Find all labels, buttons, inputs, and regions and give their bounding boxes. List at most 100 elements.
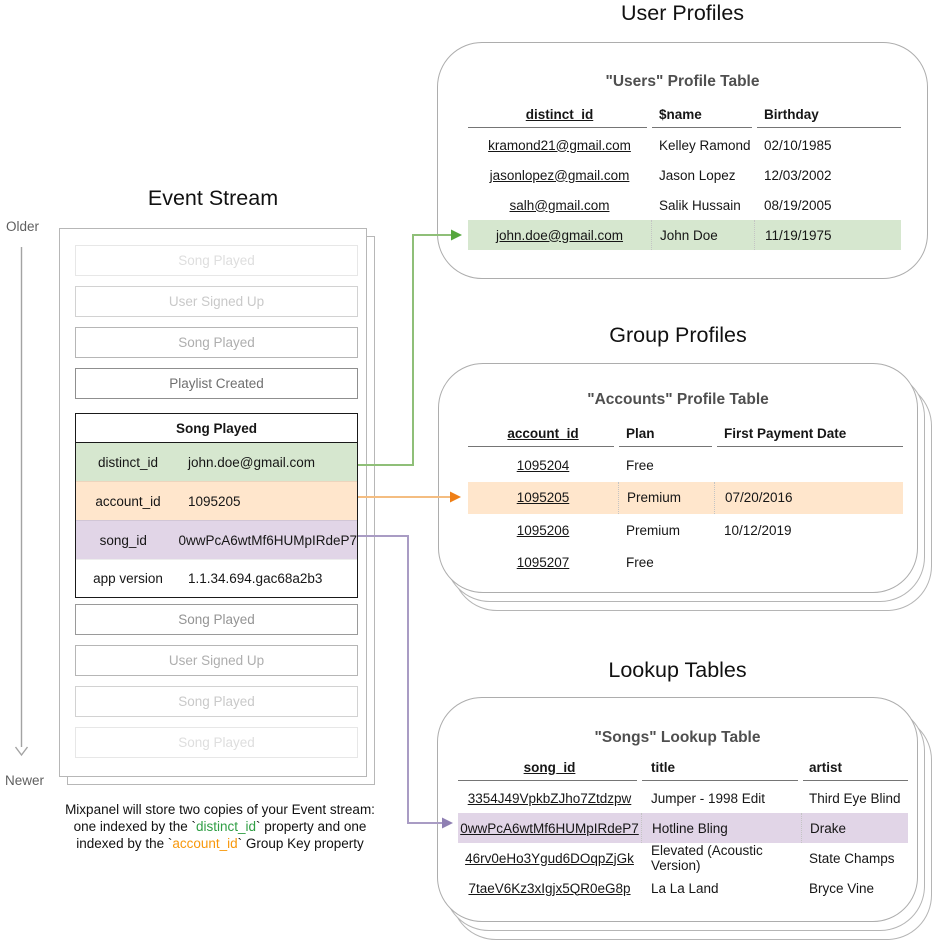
footnote-caption: Mixpanel will store two copies of your E… bbox=[26, 801, 414, 852]
table-row: 7taeV6Kz3xIgjx5QR0eG8p La La Land Bryce Vi… bbox=[458, 873, 908, 903]
column-header: song_id bbox=[523, 759, 576, 775]
table-cell: 7taeV6Kz3xIgjx5QR0eG8p bbox=[468, 880, 631, 896]
property-value: john.doe@gmail.com bbox=[188, 454, 316, 470]
event-box: Song Played bbox=[75, 727, 358, 758]
table-row: kramond21@gmail.com Kelley Ramond 02/10/19… bbox=[468, 130, 901, 160]
table-cell: Premium bbox=[626, 522, 681, 538]
table-cell: 02/10/1985 bbox=[764, 137, 832, 153]
property-key: account_id bbox=[95, 493, 161, 509]
table-cell: kramond21@gmail.com bbox=[488, 137, 631, 153]
table-cell: 3354J49VpkbZJho7Ztdzpw bbox=[467, 790, 632, 806]
column-header: title bbox=[651, 759, 676, 775]
table-header-row: distinct_id $name Birthday bbox=[468, 101, 901, 127]
caption-code-token: account_id bbox=[172, 836, 238, 851]
table-row: salh@gmail.com Salik Hussain 08/19/2005 bbox=[468, 190, 901, 220]
header-separator bbox=[458, 780, 909, 781]
expanded-event-card: Song Played distinct_id john.doe@gmail.co… bbox=[75, 413, 358, 598]
table-cell: jasonlopez@gmail.com bbox=[489, 167, 630, 183]
group-profiles-title: Group Profiles bbox=[609, 323, 747, 347]
column-header: Birthday bbox=[764, 106, 819, 122]
users-profile-card: "Users" Profile Table distinct_id $name Bi… bbox=[437, 42, 928, 279]
caption-segment: ` property and one bbox=[256, 819, 367, 834]
table-cell: La La Land bbox=[651, 880, 719, 896]
users-table: distinct_id $name Birthday kramond21@gmail.… bbox=[468, 101, 901, 250]
users-table-heading: "Users" Profile Table bbox=[605, 73, 760, 90]
newer-label: Newer bbox=[5, 773, 45, 788]
event-box: Song Played bbox=[75, 604, 358, 635]
caption-segment: indexed by the ` bbox=[76, 836, 173, 851]
table-cell: Salik Hussain bbox=[659, 197, 741, 213]
table-cell: john.doe@gmail.com bbox=[495, 227, 624, 243]
songs-table-heading: "Songs" Lookup Table bbox=[594, 729, 761, 746]
table-cell: Elevated (Acoustic Version) bbox=[651, 843, 763, 873]
event-property-row: account_id 1095205 bbox=[76, 481, 357, 520]
table-row: jasonlopez@gmail.com Jason Lopez 12/03/200… bbox=[468, 160, 901, 190]
property-value: 1.1.34.694.gac68a2b3 bbox=[188, 571, 323, 586]
table-cell: Third Eye Blind bbox=[809, 790, 901, 806]
event-box: User Signed Up bbox=[75, 645, 358, 676]
timeline-arrowhead-icon bbox=[14, 746, 29, 757]
event-box: Song Played bbox=[75, 245, 358, 276]
table-cell bbox=[714, 547, 903, 580]
table-cell: Jason Lopez bbox=[659, 167, 736, 183]
table-cell: Premium bbox=[618, 481, 714, 514]
event-box: User Signed Up bbox=[75, 286, 358, 317]
table-cell: 1095205 bbox=[516, 490, 570, 506]
event-stream-title: Event Stream bbox=[147, 186, 279, 210]
column-header: $name bbox=[659, 106, 702, 122]
lookup-tables-title: Lookup Tables bbox=[608, 658, 747, 682]
table-cell: 07/20/2016 bbox=[714, 481, 903, 514]
property-value: 1095205 bbox=[188, 493, 241, 509]
caption-code-token: distinct_id bbox=[195, 819, 257, 834]
caption-segment: one indexed by the ` bbox=[73, 819, 196, 834]
table-cell: Drake bbox=[801, 813, 908, 843]
event-box: Song Played bbox=[75, 686, 358, 717]
table-cell: Hotline Bling bbox=[641, 813, 801, 843]
table-cell: Free bbox=[626, 457, 654, 473]
caption-line: indexed by the `account_id` Group Key pr… bbox=[26, 835, 414, 852]
table-rows: kramond21@gmail.com Kelley Ramond 02/10/19… bbox=[468, 130, 901, 250]
table-cell: 12/03/2002 bbox=[764, 167, 832, 183]
property-key: distinct_id bbox=[97, 454, 159, 470]
user-profiles-title: User Profiles bbox=[620, 1, 745, 25]
table-cell: 1095204 bbox=[516, 457, 570, 473]
column-header: First Payment Date bbox=[724, 425, 847, 441]
column-header: distinct_id bbox=[525, 106, 594, 122]
table-row: 1095204 Free bbox=[468, 449, 903, 482]
caption-segment: Mixpanel will store two copies of your E… bbox=[65, 802, 375, 817]
songs-lookup-card: "Songs" Lookup Table song_id title artist 3… bbox=[437, 697, 918, 922]
table-cell: Kelley Ramond bbox=[659, 137, 751, 153]
caption-line: one indexed by the `distinct_id` propert… bbox=[26, 818, 414, 835]
songs-table: song_id title artist 3354J49VpkbZJho7Ztdzpw… bbox=[458, 754, 909, 903]
header-separator bbox=[468, 446, 903, 447]
property-value: 0wwPcA6wtMf6HUMpIRdeP7 bbox=[178, 532, 357, 548]
table-cell: State Champs bbox=[809, 850, 895, 866]
property-key: song_id bbox=[99, 532, 147, 548]
column-header: artist bbox=[809, 759, 843, 775]
table-cell: 11/19/1975 bbox=[754, 220, 901, 250]
table-cell: 1095206 bbox=[516, 522, 570, 538]
event-box: Playlist Created bbox=[75, 368, 358, 399]
expanded-event-name: Song Played bbox=[76, 414, 357, 443]
table-cell: salh@gmail.com bbox=[509, 197, 610, 213]
table-cell: Bryce Vine bbox=[809, 880, 875, 896]
older-label: Older bbox=[6, 219, 40, 234]
table-cell: John Doe bbox=[651, 220, 754, 250]
column-header: account_id bbox=[507, 425, 579, 441]
table-cell: 1095207 bbox=[516, 555, 570, 571]
caption-segment: ` Group Key property bbox=[237, 836, 364, 851]
table-cell: 08/19/2005 bbox=[764, 197, 832, 213]
